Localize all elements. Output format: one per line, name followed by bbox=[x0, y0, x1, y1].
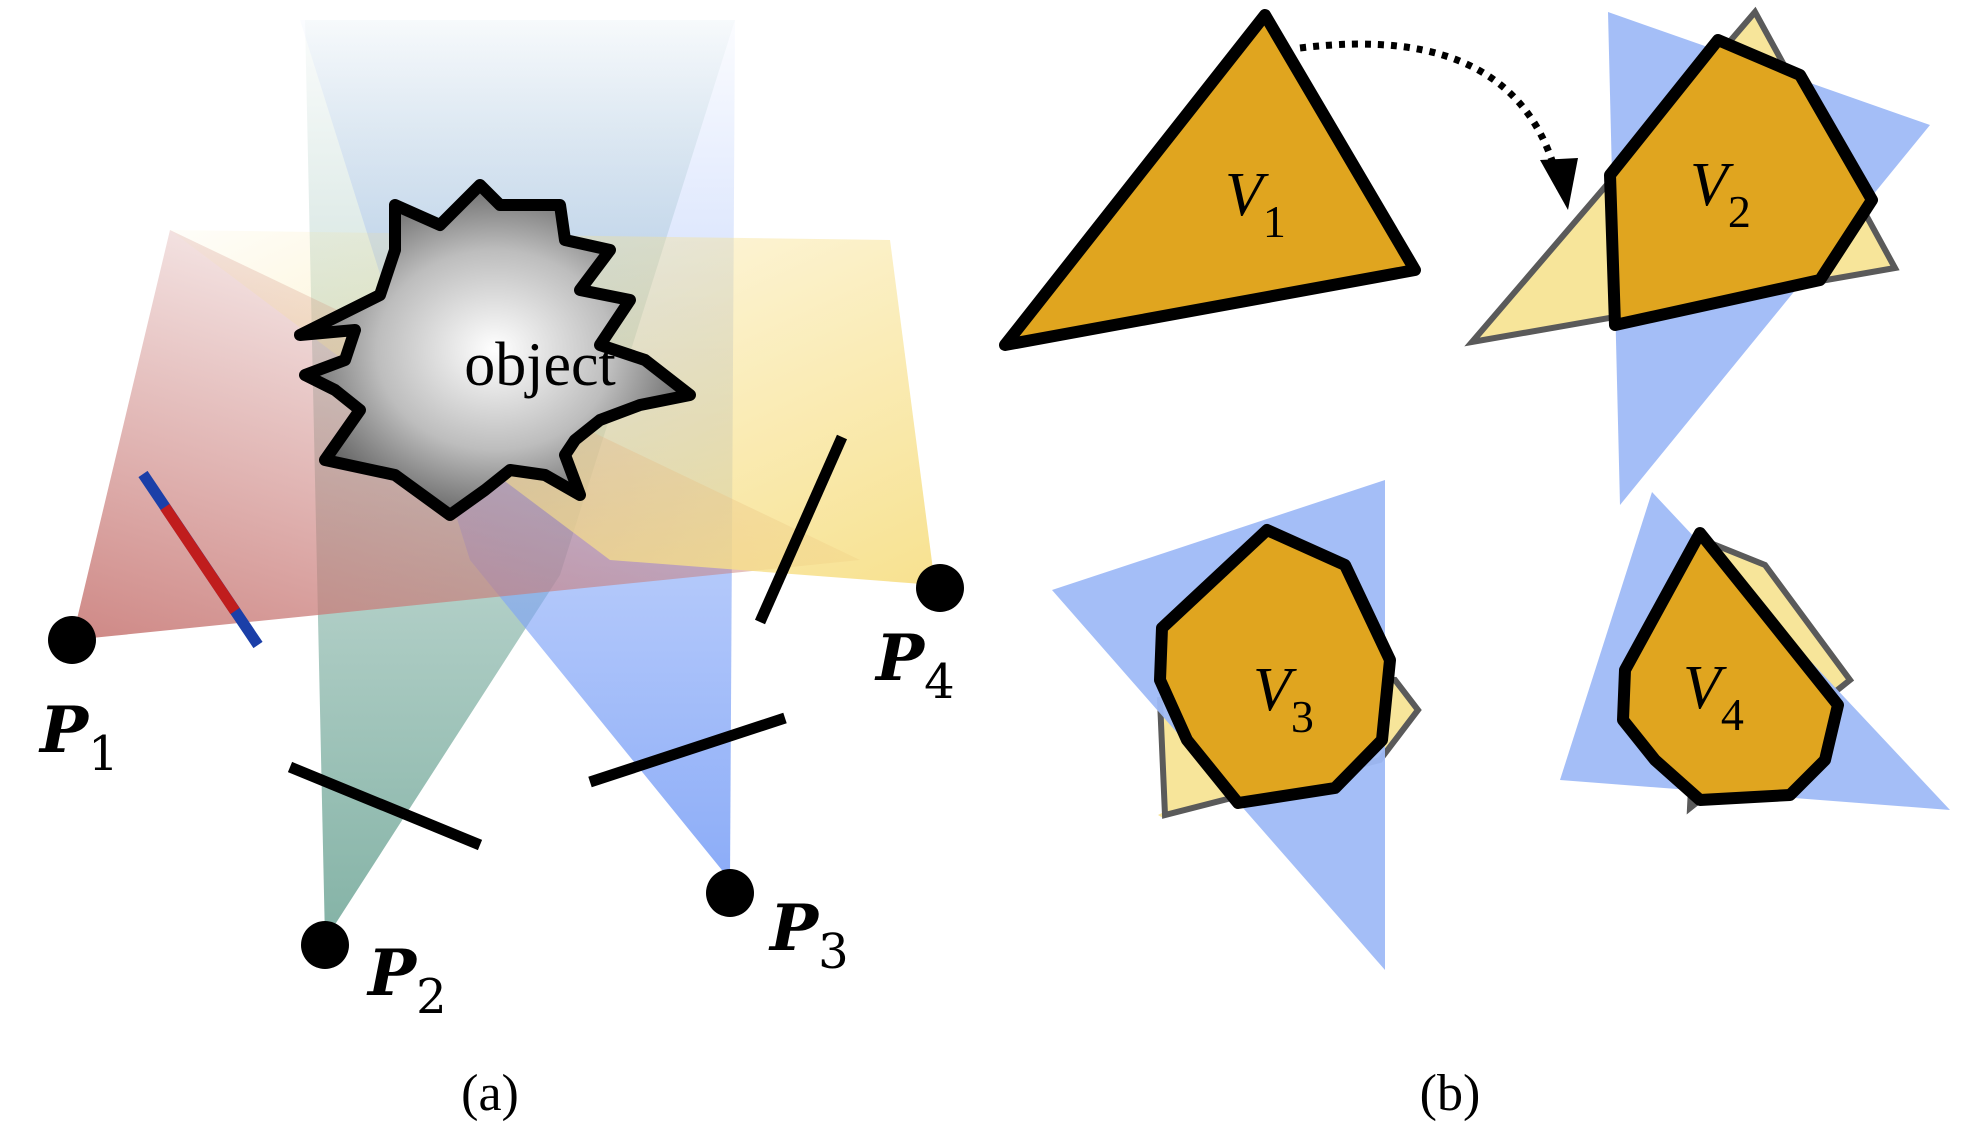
image-plane-p2 bbox=[287, 761, 483, 851]
object-label: object bbox=[464, 331, 616, 399]
refine-arrow bbox=[1299, 40, 1564, 191]
label-v3: V3 bbox=[1253, 656, 1314, 742]
volume-v2 bbox=[1604, 34, 1878, 331]
volume-v4 bbox=[1617, 527, 1844, 806]
arrow-head-icon bbox=[1540, 158, 1578, 210]
volume-v1 bbox=[999, 9, 1421, 351]
caption-a: (a) bbox=[461, 1065, 519, 1122]
caption-b: (b) bbox=[1420, 1065, 1481, 1122]
camera-p4 bbox=[916, 564, 964, 612]
label-p1: P1 bbox=[38, 693, 119, 782]
volume-v3 bbox=[1154, 524, 1396, 809]
label-v1: V1 bbox=[1225, 161, 1286, 247]
label-v2: V2 bbox=[1690, 151, 1751, 237]
label-v4: V4 bbox=[1683, 654, 1744, 740]
label-p2: P2 bbox=[366, 936, 447, 1025]
image-plane-p3 bbox=[588, 712, 787, 788]
camera-p3 bbox=[706, 869, 754, 917]
camera-p1 bbox=[48, 616, 96, 664]
image-plane-p4 bbox=[754, 434, 848, 625]
object-shape bbox=[294, 179, 696, 521]
label-p3: P3 bbox=[768, 891, 849, 980]
label-p4: P4 bbox=[874, 621, 955, 710]
panel-a: object P1 P2 P3 P4 (a) bbox=[38, 20, 964, 1122]
image-plane-p1-red bbox=[160, 503, 240, 615]
panel-b: V1 V2 V3 V4 (b) bbox=[999, 6, 1950, 1122]
camera-p2 bbox=[301, 921, 349, 969]
